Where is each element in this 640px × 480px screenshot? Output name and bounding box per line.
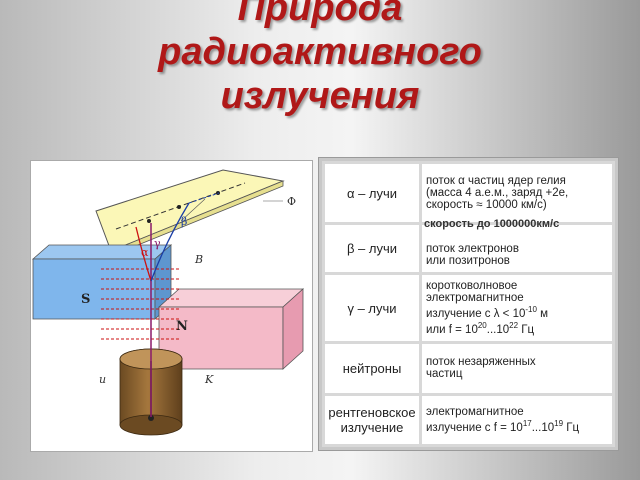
label-s: S <box>81 292 90 307</box>
desc-text: излучение с f = 10 <box>426 421 523 434</box>
desc-text: ...10 <box>486 323 510 336</box>
desc-text: ...10 <box>531 421 555 434</box>
label-b: B <box>194 253 203 266</box>
desc-line: поток электронов <box>426 242 519 255</box>
row-neutron-desc: поток незаряженных частиц <box>422 344 612 393</box>
desc-sup: 20 <box>477 321 487 330</box>
table-row: нейтроны поток незаряженных частиц <box>325 344 612 393</box>
desc-line: частиц <box>426 368 463 381</box>
label-phi: Φ <box>287 195 296 208</box>
label-gamma: γ <box>154 237 161 250</box>
type-line: рентгеновское <box>328 404 416 420</box>
desc-text: м <box>536 308 549 320</box>
desc-line: излучение с f = 1017...1019 Гц <box>426 418 608 434</box>
table-row: рентгеновское излучение электромагнитное… <box>325 395 612 444</box>
table-row: β – лучи поток электронов или позитронов <box>325 225 612 272</box>
row-alpha-desc: поток α частиц ядер гелия (масса 4 а.е.м… <box>422 164 612 223</box>
row-xray-type: рентгеновское излучение <box>325 395 419 444</box>
desc-line: скорость ≈ 10000 км/с) <box>426 199 547 212</box>
beta-speed-note: скорость до 1000000км/с <box>424 218 560 230</box>
desc-text: или f = 10 <box>426 323 478 336</box>
desc-line: электромагнитное <box>426 405 524 418</box>
row-neutron-type: нейтроны <box>325 344 419 393</box>
row-gamma-type: γ – лучи <box>325 274 419 342</box>
row-xray-desc: электромагнитное излучение с f = 1017...… <box>422 395 612 444</box>
desc-line: поток незаряженных <box>426 356 536 369</box>
label-n: N <box>176 319 188 334</box>
type-line: излучение <box>340 419 404 435</box>
desc-line: (масса 4 а.е.м., заряд +2е, <box>426 187 569 200</box>
table-row: α – лучи поток α частиц ядер гелия (масс… <box>325 164 612 223</box>
desc-line: коротковолновое <box>426 280 518 293</box>
page-title: Природа радиоактивного излучения <box>80 0 560 118</box>
desc-sup: -10 <box>525 305 537 315</box>
desc-line: или f = 1020...1022 Гц <box>426 320 608 336</box>
radiation-table-frame: α – лучи поток α частиц ядер гелия (масс… <box>318 157 619 451</box>
desc-line: или позитронов <box>426 254 510 267</box>
magnet-n-top <box>157 288 305 308</box>
label-k: K <box>204 373 214 386</box>
desc-text: Гц <box>563 421 580 434</box>
photo-plate <box>95 169 285 252</box>
desc-line: поток α частиц ядер гелия <box>426 175 566 188</box>
desc-sup: 17 <box>522 418 532 428</box>
title-line-3: излучения <box>220 75 420 117</box>
row-beta-type: β – лучи <box>325 225 419 272</box>
desc-line: электромагнитное <box>426 292 524 305</box>
desc-line: излучение с λ < 10-10 м <box>426 304 608 320</box>
desc-sup: 22 <box>509 321 519 330</box>
row-gamma-desc: коротковолновое электромагнитное излучен… <box>422 274 612 342</box>
row-alpha-type: α – лучи <box>325 164 419 223</box>
experiment-diagram: α γ β Φ B S N u K <box>31 169 305 436</box>
label-u: u <box>99 373 106 386</box>
radiation-table: α – лучи поток α частиц ядер гелия (масс… <box>322 161 615 447</box>
row-beta-desc: поток электронов или позитронов <box>422 225 612 272</box>
title-line-2: радиоактивного <box>158 31 482 73</box>
desc-text: излучение с λ < 10 <box>426 308 526 320</box>
label-alpha: α <box>141 246 149 259</box>
experiment-figure: α γ β Φ B S N u K <box>30 160 313 452</box>
label-beta: β <box>181 215 187 228</box>
table-row: γ – лучи коротковолновое электромагнитно… <box>325 274 612 342</box>
desc-text: Гц <box>518 323 535 336</box>
title-line-1: Природа <box>237 0 403 29</box>
desc-sup: 19 <box>554 418 564 428</box>
